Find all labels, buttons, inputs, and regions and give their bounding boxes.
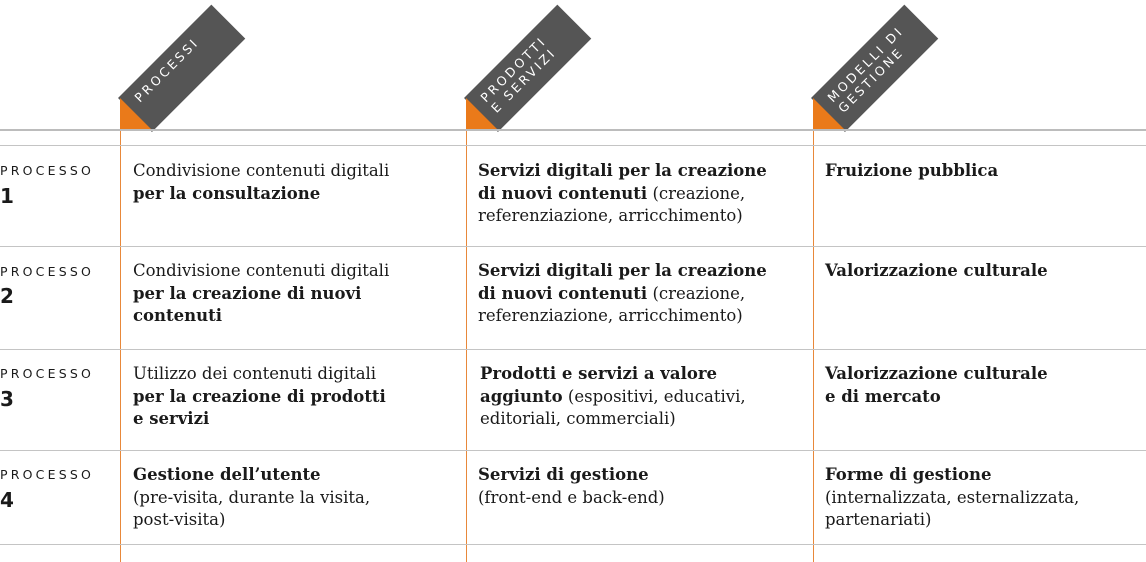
column-divider-prodotti <box>466 98 467 562</box>
header-marker-processi <box>120 98 152 130</box>
header-marker-prodotti <box>466 98 498 130</box>
row-divider <box>0 145 1146 146</box>
cell-processi: Utilizzo dei contenuti digitali per la c… <box>133 364 386 428</box>
row-number: 3 <box>0 387 14 411</box>
row-label: PROCESSO <box>0 467 94 482</box>
cell-processi: Gestione dell’utente (pre-visita, durant… <box>133 465 371 529</box>
cell-modelli: Valorizzazione culturale <box>825 261 1048 280</box>
cell-modelli: Fruizione pubblica <box>825 161 999 180</box>
cell-processi: Condivisione contenuti digitali per la c… <box>133 261 390 325</box>
cell-processi: Condivisione contenuti digitali per la c… <box>133 161 390 203</box>
row-label: PROCESSO <box>0 163 94 178</box>
row-label: PROCESSO <box>0 366 94 381</box>
cell-prodotti: Servizi di gestione (front-end e back-en… <box>478 465 665 507</box>
row-label: PROCESSO <box>0 264 94 279</box>
header-marker-modelli <box>813 98 845 130</box>
cell-modelli: Valorizzazione culturale e di mercato <box>825 364 1048 406</box>
row-number: 2 <box>0 284 14 308</box>
row-number: 4 <box>0 488 14 512</box>
column-divider-modelli <box>813 98 814 562</box>
cell-prodotti: Servizi digitali per la creazione di nuo… <box>478 261 767 325</box>
cell-prodotti: Prodotti e servizi a valore aggiunto (es… <box>480 364 746 428</box>
cell-prodotti: Servizi digitali per la creazione di nuo… <box>478 161 767 225</box>
row-divider <box>0 450 1146 451</box>
header-processi: PROCESSI <box>131 34 202 106</box>
row-divider <box>0 544 1146 545</box>
row-number: 1 <box>0 184 14 208</box>
header-rule <box>0 129 1146 131</box>
row-divider <box>0 246 1146 247</box>
column-divider-processi <box>120 98 121 562</box>
row-divider <box>0 349 1146 350</box>
cell-modelli: Forme di gestione (internalizzata, ester… <box>825 465 1080 529</box>
